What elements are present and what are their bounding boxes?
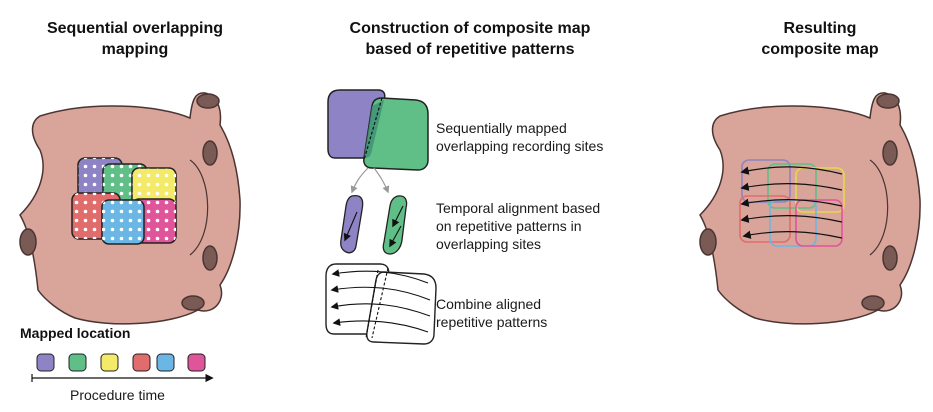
step3-label: Combine aligned repetitive patterns bbox=[436, 295, 656, 331]
step3-combined-graphic bbox=[325, 263, 437, 345]
legend-swatch-blue bbox=[156, 353, 175, 372]
right-vein-left bbox=[699, 228, 717, 256]
step2-label-line1: Temporal alignment based bbox=[436, 200, 601, 216]
composite-outline-yellow bbox=[795, 167, 845, 213]
step2-label-line2: on repetitive patterns in bbox=[436, 218, 582, 234]
step1-label-line2: overlapping recording sites bbox=[436, 138, 604, 154]
right-title-line1: Resulting bbox=[783, 20, 857, 37]
step2-label-line3: overlapping sites bbox=[436, 236, 542, 252]
left-vein-left bbox=[19, 228, 37, 256]
left-vein-bottom bbox=[181, 295, 205, 311]
step2-alignment-graphic bbox=[340, 194, 408, 255]
step3-label-line2: repetitive patterns bbox=[436, 314, 548, 330]
legend-swatch-purple bbox=[36, 353, 55, 372]
step1-label: Sequentially mapped overlapping recordin… bbox=[436, 119, 656, 155]
legend-title: Mapped location bbox=[20, 325, 131, 341]
composite-outline-pink bbox=[795, 199, 843, 247]
step1-overlap-graphic bbox=[327, 89, 429, 194]
right-vein-bottom bbox=[861, 295, 885, 311]
middle-title-line1: Construction of composite map bbox=[349, 20, 591, 37]
legend-swatch-pink bbox=[187, 353, 206, 372]
middle-title: Construction of composite map based of r… bbox=[320, 18, 620, 60]
left-atrium-fold bbox=[189, 159, 209, 256]
legend-swatch-red bbox=[132, 353, 151, 372]
left-title-line2: mapping bbox=[101, 41, 169, 58]
middle-title-line2: based of repetitive patterns bbox=[365, 41, 575, 58]
legend-swatch-yellow bbox=[100, 353, 119, 372]
right-title: Resulting composite map bbox=[720, 18, 920, 60]
procedure-time-label: Procedure time bbox=[70, 387, 165, 403]
step1-label-line1: Sequentially mapped bbox=[436, 120, 567, 136]
legend-swatches bbox=[36, 353, 206, 372]
left-vein-right-upper bbox=[202, 140, 218, 166]
right-vein-right-lower bbox=[882, 245, 898, 271]
right-title-line2: composite map bbox=[761, 41, 879, 58]
right-vein-top-right bbox=[876, 93, 900, 109]
legend-swatch-green bbox=[68, 353, 87, 372]
right-atrium-fold bbox=[869, 159, 889, 256]
left-title-line1: Sequential overlapping bbox=[46, 20, 224, 37]
step3-label-line1: Combine aligned bbox=[436, 296, 542, 312]
step2-label: Temporal alignment based on repetitive p… bbox=[436, 199, 656, 253]
left-mapping-patches bbox=[71, 157, 177, 245]
left-vein-right-lower bbox=[202, 245, 218, 271]
composite-outline-red bbox=[739, 195, 791, 243]
sliver-green bbox=[382, 195, 408, 255]
composite-map-arrows bbox=[740, 166, 843, 239]
right-vein-right-upper bbox=[882, 140, 898, 166]
left-title: Sequential overlapping mapping bbox=[20, 18, 250, 60]
left-vein-top-right bbox=[196, 93, 220, 109]
composite-outline-purple bbox=[741, 159, 791, 203]
